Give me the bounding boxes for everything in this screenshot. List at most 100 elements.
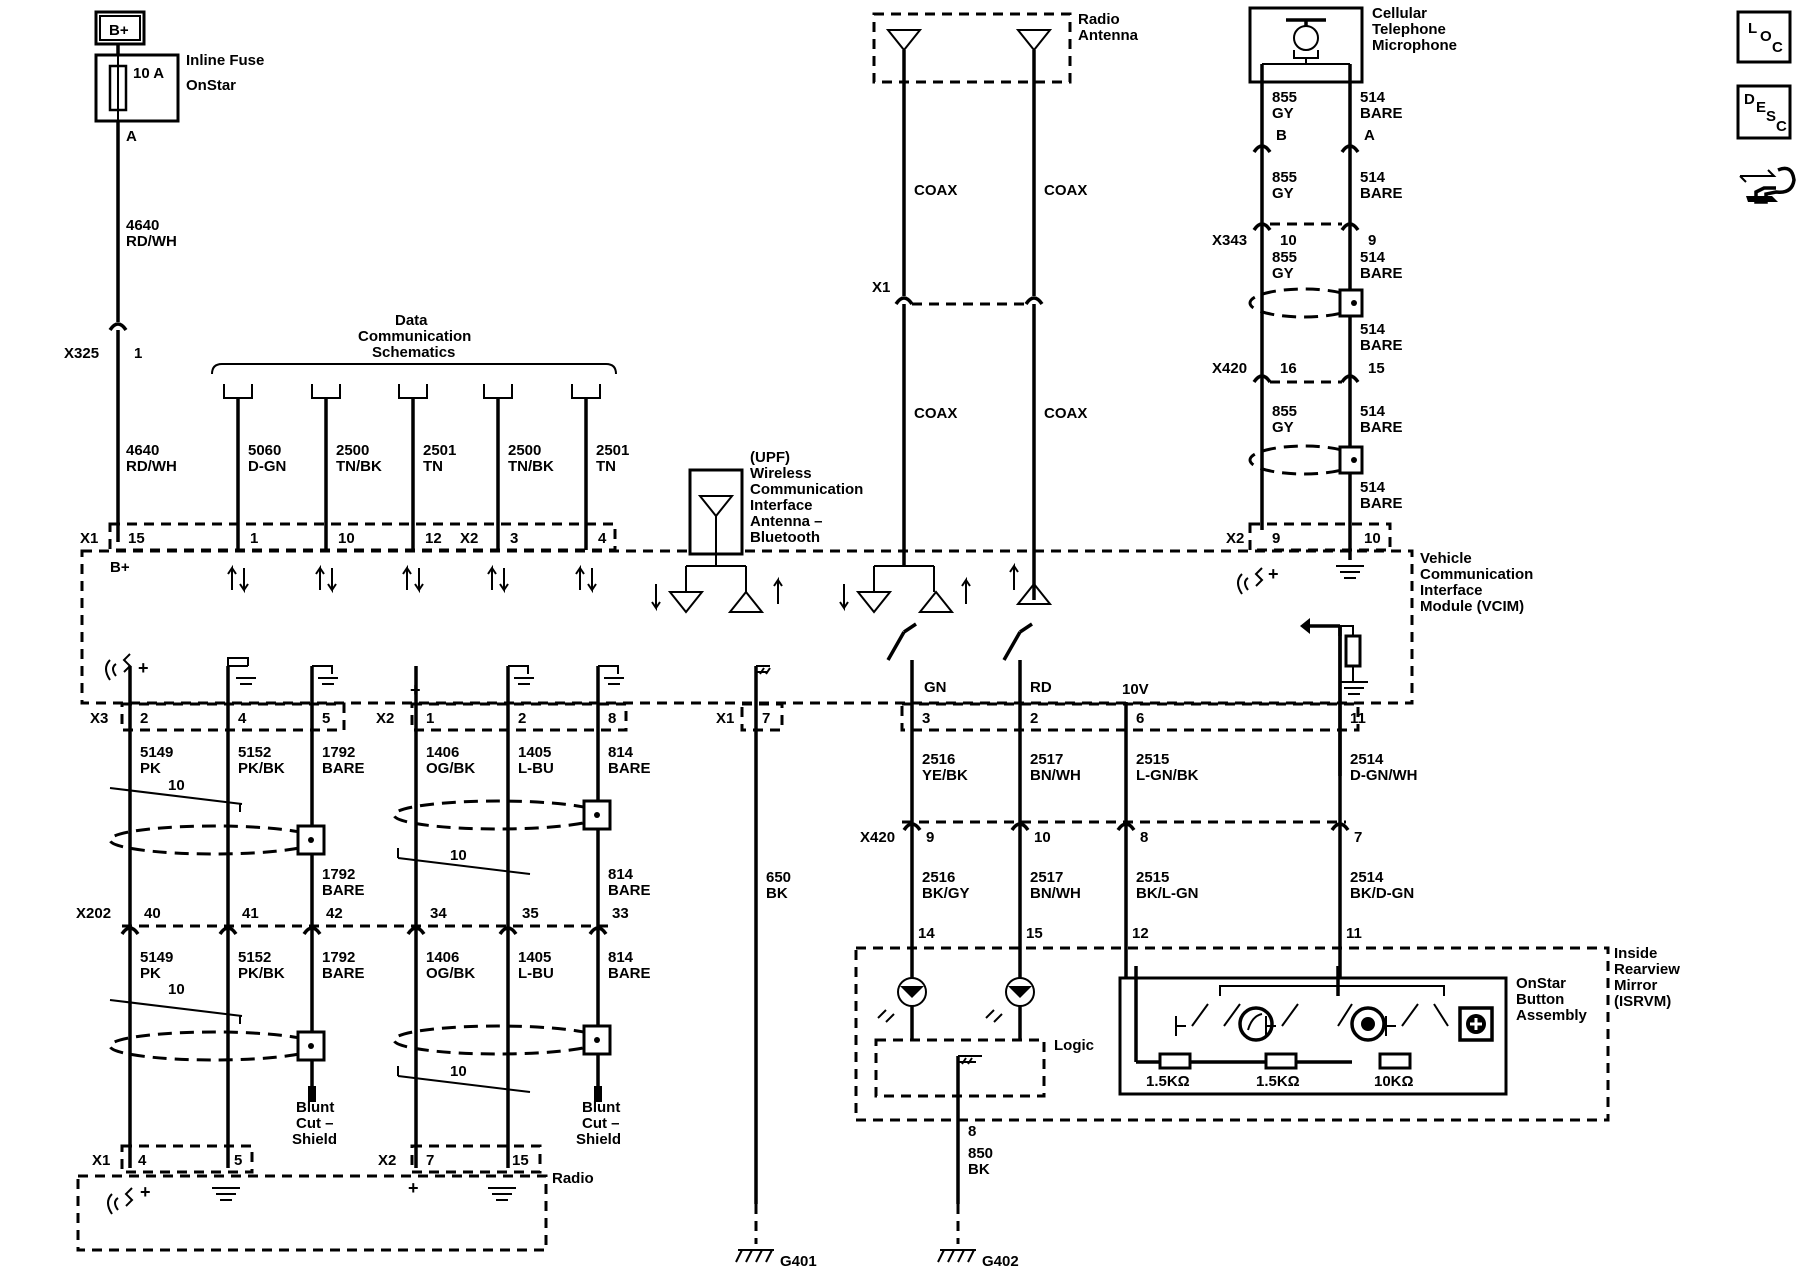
wire-color: BARE bbox=[322, 882, 365, 899]
wire-color: TN/BK bbox=[508, 458, 554, 475]
wire-color: BK/D-GN bbox=[1350, 885, 1414, 902]
wire-color: L-BU bbox=[518, 965, 554, 982]
wire-color: BARE bbox=[608, 965, 651, 982]
wire-circuit: 2515 bbox=[1136, 751, 1169, 768]
connector-tool-icon[interactable] bbox=[1739, 166, 1796, 204]
resistor-1.5k bbox=[1264, 1052, 1298, 1070]
wire-circuit: 2517 bbox=[1030, 751, 1063, 768]
voltage-label: 10V bbox=[1122, 681, 1149, 698]
microphone-label: Microphone bbox=[1372, 37, 1457, 54]
wire-circuit: 2500 bbox=[508, 442, 541, 459]
vcim-connector-x1-lower bbox=[740, 702, 784, 732]
wire-circuit: 850 bbox=[968, 1145, 993, 1162]
wire-circuit: 855 bbox=[1272, 403, 1297, 420]
connector-terminal bbox=[1330, 822, 1350, 832]
ground-label: G401 bbox=[780, 1253, 817, 1270]
loc-letter: C bbox=[1772, 39, 1783, 56]
wire-circuit: 855 bbox=[1272, 89, 1297, 106]
wire-circuit: 2514 bbox=[1350, 869, 1384, 886]
wire-color: BARE bbox=[1360, 105, 1403, 122]
loc-letter: O bbox=[1760, 28, 1772, 45]
microphone-label: Telephone bbox=[1372, 21, 1446, 38]
connector-terminal bbox=[302, 926, 322, 936]
phone-button-icon[interactable] bbox=[1238, 1006, 1274, 1042]
isrvm-label: Inside bbox=[1614, 945, 1657, 962]
wire-color: BARE bbox=[608, 882, 651, 899]
ground-label: G402 bbox=[982, 1253, 1019, 1270]
connector-pin: 2 bbox=[1030, 710, 1038, 727]
connector-pin: 15 bbox=[1368, 360, 1385, 377]
wire-circuit: 4640 bbox=[126, 442, 159, 459]
connector-pin: 2 bbox=[518, 710, 526, 727]
wire-circuit: 855 bbox=[1272, 169, 1297, 186]
connector-pin: 10 bbox=[338, 530, 355, 547]
wire-circuit: 514 bbox=[1360, 321, 1386, 338]
wire-circuit: 1405 bbox=[518, 744, 551, 761]
connector-pin: 41 bbox=[242, 905, 259, 922]
upf-label: Antenna – bbox=[750, 513, 823, 530]
desc-letter: E bbox=[1756, 99, 1766, 116]
wire-circuit: 1406 bbox=[426, 949, 459, 966]
connector-pin: 8 bbox=[1140, 829, 1148, 846]
wire-circuit: 514 bbox=[1360, 89, 1386, 106]
button-assembly-label: OnStar bbox=[1516, 975, 1566, 992]
vcim-label: Module (VCIM) bbox=[1420, 598, 1524, 615]
wire-color: TN/BK bbox=[336, 458, 382, 475]
svg-text:+: + bbox=[138, 658, 149, 678]
blunt-cut-label: Blunt bbox=[296, 1099, 334, 1116]
wire-circuit: 5152 bbox=[238, 744, 271, 761]
isrvm-label: Mirror bbox=[1614, 977, 1658, 994]
resistor-value: 1.5KΩ bbox=[1146, 1073, 1190, 1090]
desc-letter: C bbox=[1776, 118, 1787, 135]
svg-text:+: + bbox=[1268, 564, 1279, 584]
vcim-connector-x2-mic bbox=[1248, 522, 1392, 552]
wire-color: BK/L-GN bbox=[1136, 885, 1199, 902]
wire-color: RD/WH bbox=[126, 458, 177, 475]
radio-antenna-box bbox=[872, 12, 1072, 84]
connector-name: X420 bbox=[860, 829, 895, 846]
wire-circuit: 4640 bbox=[126, 217, 159, 234]
upf-label: Bluetooth bbox=[750, 529, 820, 546]
radio-label: Radio bbox=[552, 1170, 594, 1187]
connector-pin: 10 bbox=[1364, 530, 1381, 547]
svg-text:+: + bbox=[140, 1182, 151, 1202]
connector-pin: A bbox=[1364, 127, 1375, 144]
connector-pin: 15 bbox=[512, 1152, 529, 1169]
loc-icon[interactable]: L O C bbox=[1736, 10, 1792, 64]
onstar-button-assembly bbox=[1118, 976, 1508, 1096]
connector-terminal bbox=[1010, 822, 1030, 832]
wire-circuit: 1792 bbox=[322, 744, 355, 761]
resistor-value: 10KΩ bbox=[1374, 1073, 1414, 1090]
wire-color: GY bbox=[1272, 105, 1294, 122]
connector-pin: 16 bbox=[1280, 360, 1297, 377]
resistor-1.5k bbox=[1158, 1052, 1192, 1070]
connector-pin: 12 bbox=[425, 530, 442, 547]
antenna-symbol bbox=[667, 590, 765, 614]
onstar-button-icon[interactable] bbox=[1350, 1006, 1386, 1042]
radio-antenna-label: Antenna bbox=[1078, 27, 1139, 44]
battery-box bbox=[94, 10, 146, 46]
bidirectional-arrow-icon bbox=[575, 564, 597, 594]
connector-pin: 33 bbox=[612, 905, 629, 922]
upf-label: Communication bbox=[750, 481, 863, 498]
connector-pin: 4 bbox=[598, 530, 607, 547]
connector-pin: 10 bbox=[1280, 232, 1297, 249]
wire-circuit: 514 bbox=[1360, 169, 1386, 186]
vcim-connector-x1-x2 bbox=[108, 522, 617, 552]
wire-circuit: 2500 bbox=[336, 442, 369, 459]
wire-color: BARE bbox=[1360, 185, 1403, 202]
wire-circuit: 1406 bbox=[426, 744, 459, 761]
wire-circuit: 1405 bbox=[518, 949, 551, 966]
svg-text:+: + bbox=[408, 1178, 419, 1198]
connector-name: X2 bbox=[1226, 530, 1244, 547]
ground-symbol bbox=[312, 665, 338, 685]
radio-connector-x2 bbox=[410, 1144, 542, 1174]
emergency-button-icon[interactable] bbox=[1458, 1006, 1494, 1042]
wire-circuit: 2514 bbox=[1350, 751, 1384, 768]
desc-icon[interactable]: D E S C bbox=[1736, 84, 1792, 140]
blunt-cut-label: Blunt bbox=[582, 1099, 620, 1116]
wire-circuit: 514 bbox=[1360, 479, 1386, 496]
wire-color: D-GN bbox=[248, 458, 286, 475]
fuse-pin: A bbox=[126, 128, 137, 145]
connector-name: X420 bbox=[1212, 360, 1247, 377]
